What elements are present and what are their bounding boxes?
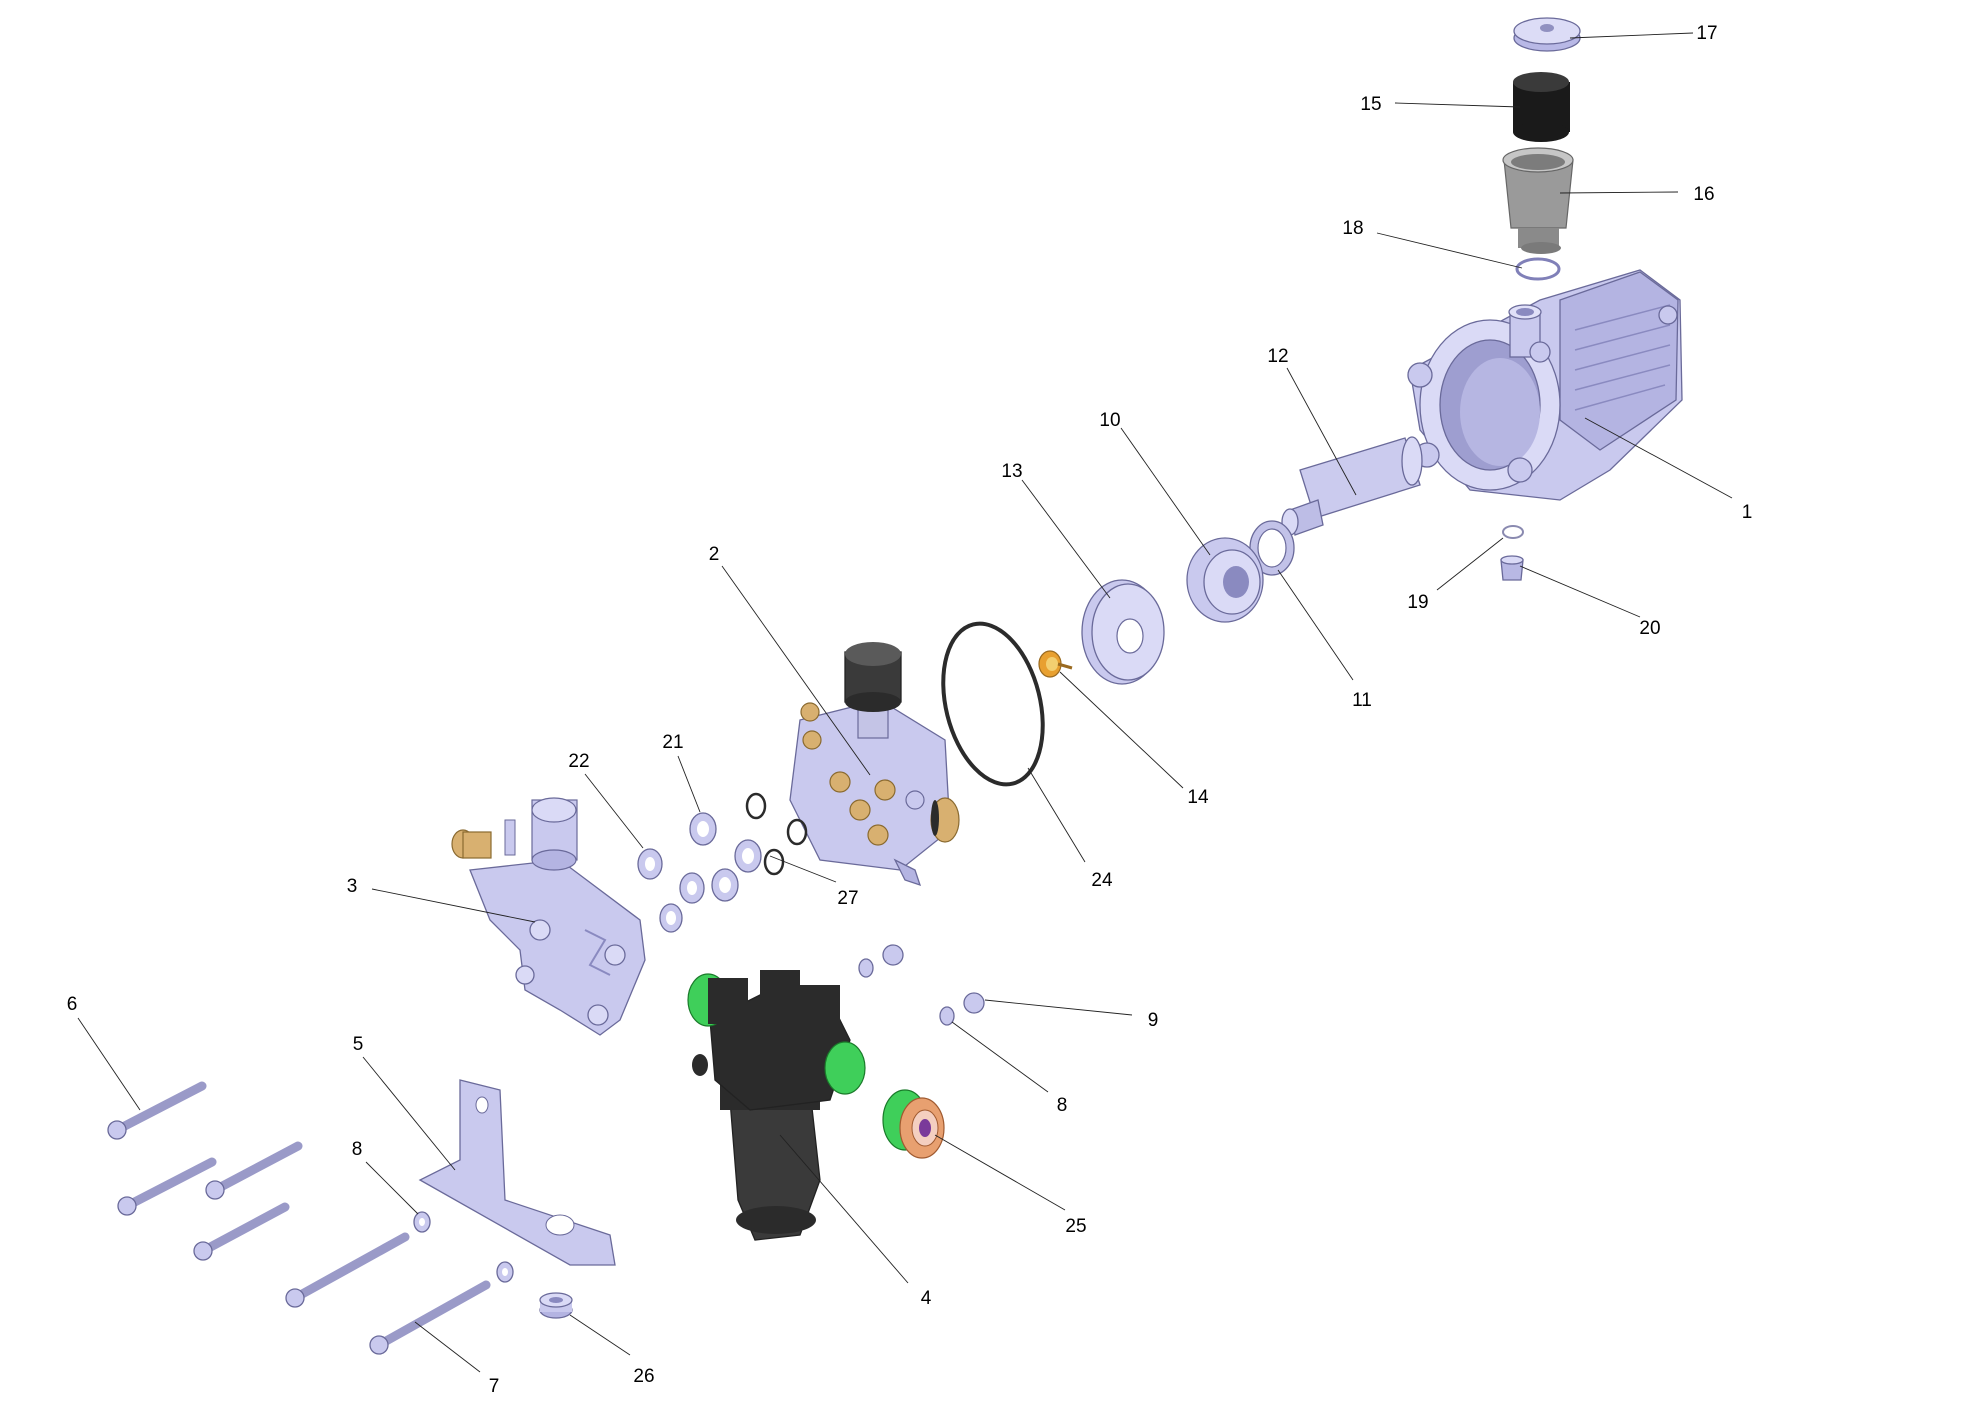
callout-26: 26 (633, 1366, 654, 1387)
part-cap (1513, 17, 1581, 52)
leader-13 (1021, 479, 1111, 599)
part-quick-coupling (882, 1089, 945, 1159)
part-shaft (1281, 436, 1423, 536)
part-ring-11 (1249, 520, 1295, 576)
leader-16 (1559, 191, 1679, 194)
leader-9 (984, 999, 1133, 1016)
leader-14 (1059, 671, 1184, 789)
leader-8a (365, 1161, 419, 1215)
leader-2 (721, 565, 871, 776)
part-rubber-sleeve (1513, 72, 1570, 142)
leader-4 (779, 1134, 909, 1284)
callout-1: 1 (1742, 502, 1753, 523)
part-valve-block (451, 797, 646, 1036)
leader-24 (1027, 767, 1086, 863)
callout-5: 5 (353, 1034, 364, 1055)
leader-18 (1376, 232, 1523, 269)
part-screw-plug (1500, 555, 1524, 581)
callout-16: 16 (1693, 184, 1714, 205)
leader-27 (769, 855, 837, 883)
callout-4: 4 (921, 1288, 932, 1309)
leader-25 (934, 1134, 1066, 1211)
callout-17: 17 (1696, 23, 1717, 44)
part-filter-housing (687, 970, 866, 1241)
callout-8a: 8 (352, 1139, 363, 1160)
leader-lines (77, 32, 1733, 1373)
callout-8b: 8 (1057, 1095, 1068, 1116)
part-o-ring-19 (1502, 525, 1524, 539)
leader-8b (951, 1021, 1049, 1093)
callout-25: 25 (1065, 1216, 1086, 1237)
part-valve-14 (1038, 650, 1073, 678)
callout-7: 7 (489, 1376, 500, 1397)
part-thrust-washer (1081, 579, 1165, 685)
part-bracket (418, 1079, 616, 1266)
leader-12 (1286, 367, 1357, 496)
part-washer-set (637, 792, 808, 933)
callout-27: 27 (837, 888, 858, 909)
callout-20: 20 (1639, 618, 1660, 639)
callout-14: 14 (1187, 787, 1209, 808)
part-grey-cup (1502, 147, 1574, 254)
callout-13: 13 (1001, 461, 1022, 482)
leader-22 (584, 773, 644, 849)
part-cylinder-head (789, 642, 960, 887)
part-nuts-washers (858, 944, 985, 1026)
leader-19 (1436, 537, 1504, 591)
part-bracket-hardware (413, 1211, 573, 1319)
callout-6: 6 (67, 994, 78, 1015)
leader-21 (677, 755, 701, 813)
leader-17 (1569, 32, 1694, 39)
leader-26 (569, 1314, 631, 1356)
leader-6 (77, 1017, 141, 1111)
callout-2: 2 (709, 544, 720, 565)
leader-7 (414, 1321, 481, 1373)
leader-5 (362, 1056, 456, 1171)
callout-12: 12 (1267, 346, 1288, 367)
callout-3: 3 (347, 876, 358, 897)
callout-15: 15 (1360, 94, 1381, 115)
part-large-o-ring (941, 621, 1045, 787)
part-pump-housing (1407, 269, 1683, 501)
leader-15 (1394, 102, 1521, 108)
leader-3 (371, 888, 536, 923)
callout-10: 10 (1099, 410, 1120, 431)
part-ball-bearing (1186, 537, 1264, 623)
leader-20 (1519, 565, 1641, 618)
callout-11: 11 (1352, 690, 1372, 711)
callout-18: 18 (1342, 218, 1363, 239)
callout-22: 22 (568, 751, 589, 772)
leader-11 (1277, 569, 1354, 681)
leader-1 (1584, 417, 1733, 499)
part-bolts (107, 1081, 491, 1355)
callout-labels: 1 2 3 4 5 6 7 8 8 9 10 11 12 13 14 15 16… (67, 23, 1753, 1397)
callout-19: 19 (1407, 592, 1428, 613)
callout-24: 24 (1091, 870, 1113, 891)
callout-9: 9 (1148, 1010, 1159, 1031)
callout-21: 21 (662, 732, 683, 753)
leader-10 (1120, 427, 1211, 556)
part-o-ring-18 (1515, 257, 1561, 281)
